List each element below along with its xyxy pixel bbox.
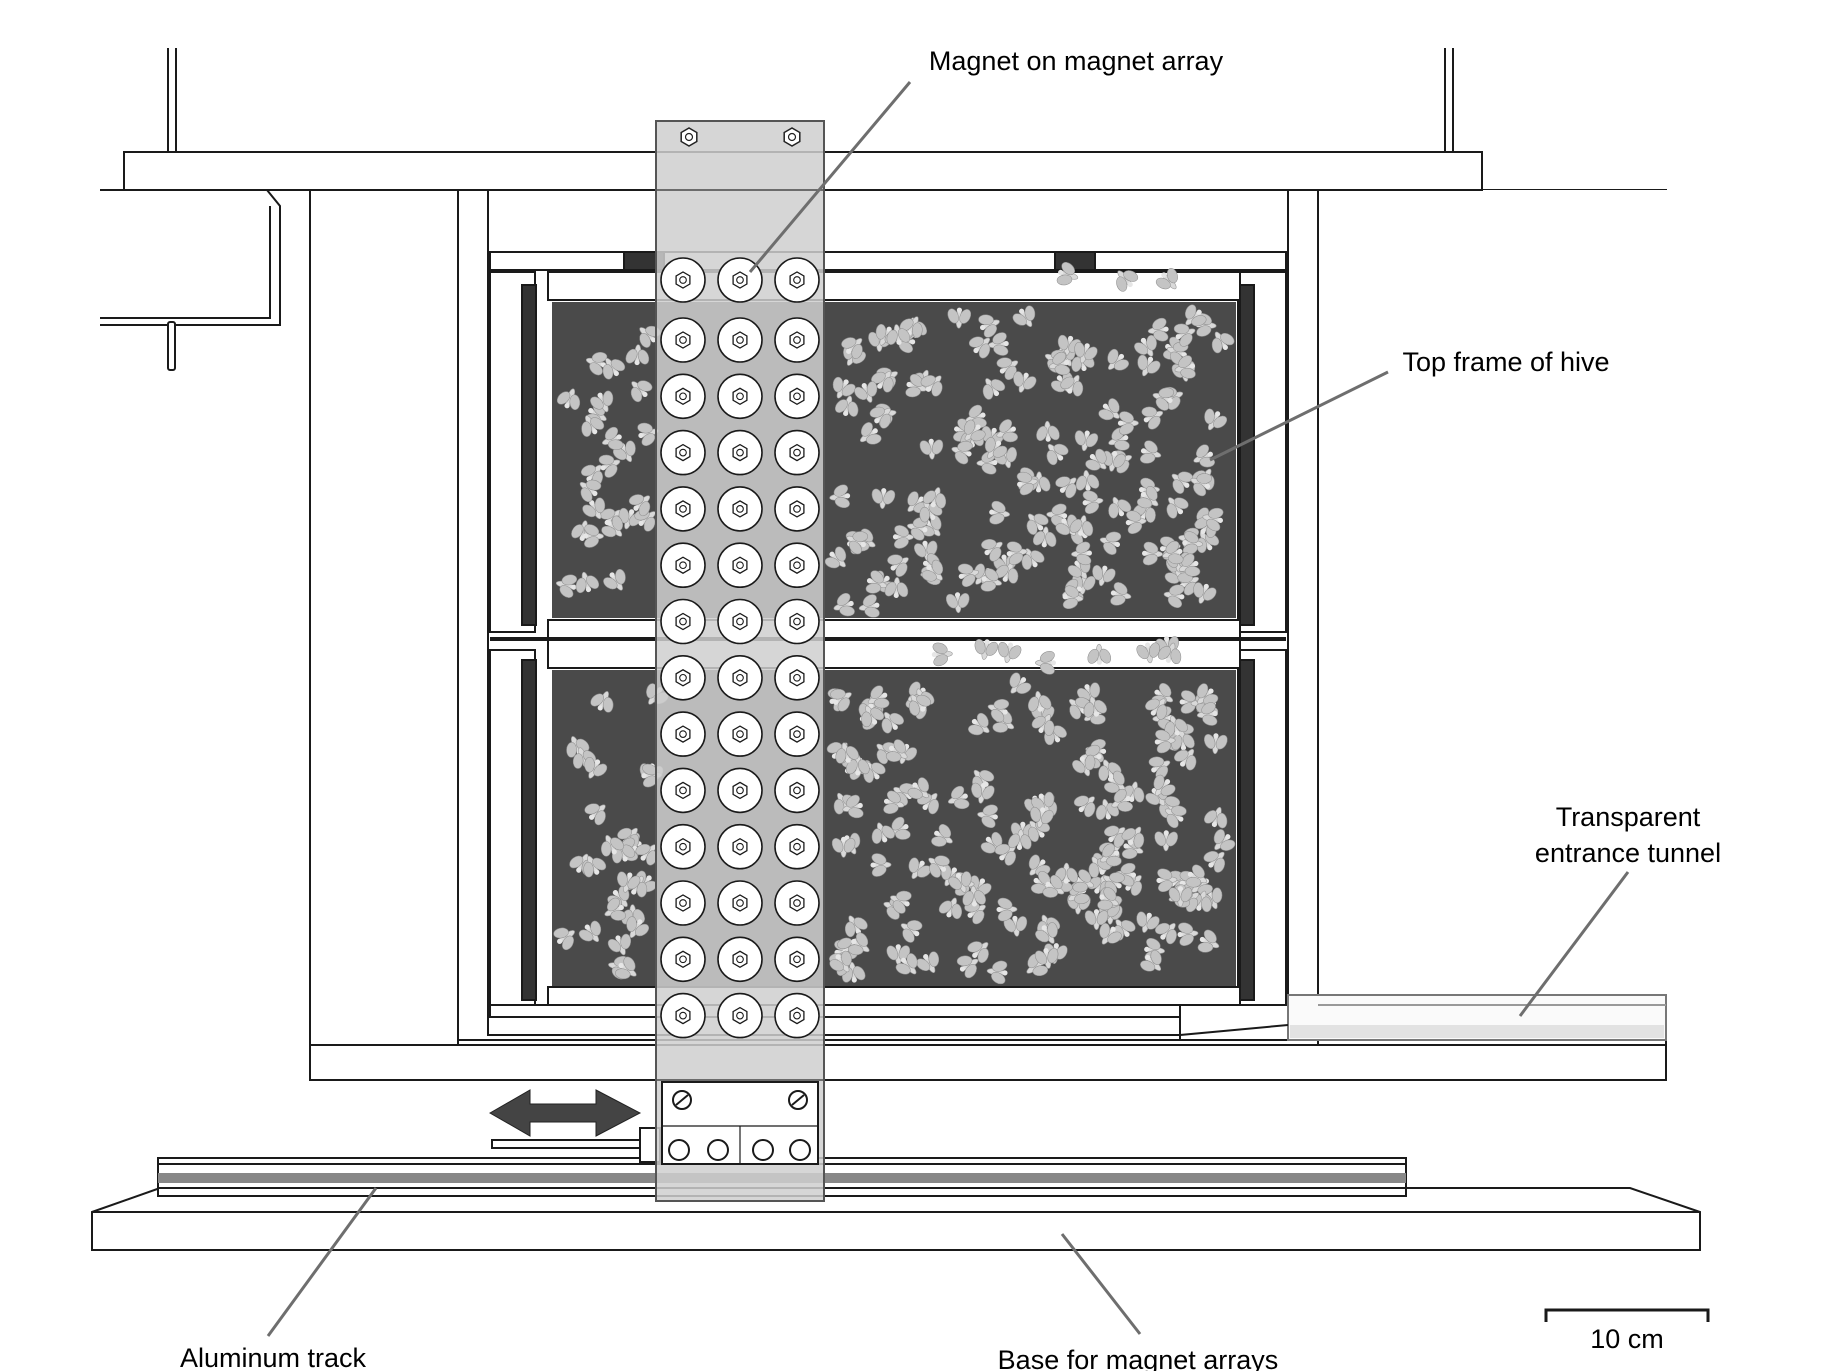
magnet-disc-icon: [717, 823, 763, 870]
magnet-disc-icon: [774, 711, 820, 757]
magnet-disc-icon: [774, 654, 820, 701]
scale-bar: [1544, 1308, 1710, 1322]
hex-bolt-icon: [680, 127, 698, 147]
magnet-disc-icon: [717, 711, 763, 757]
label-tunnel-line1: Transparent: [1556, 802, 1701, 832]
magnet-array: [655, 120, 825, 1202]
entrance-tunnel: [1287, 994, 1667, 1041]
hex-bolt-icon: [783, 127, 801, 147]
magnet-disc-icon: [774, 429, 820, 476]
label-tunnel-line2: entrance tunnel: [1535, 838, 1721, 868]
label-scale: 10 cm: [1590, 1324, 1664, 1354]
carriage: [661, 1081, 819, 1165]
magnet-disc-icon: [774, 257, 820, 303]
magnet-disc-icon: [774, 880, 820, 926]
magnet-disc-icon: [774, 598, 820, 645]
magnet-disc-icon: [717, 373, 763, 420]
magnet-disc-icon: [660, 373, 706, 420]
magnet-disc-icon: [774, 823, 820, 870]
magnet-disc-icon: [774, 992, 820, 1039]
magnet-disc-icon: [717, 598, 763, 645]
magnet-disc-icon: [660, 880, 706, 926]
magnet-disc-icon: [774, 486, 820, 532]
leader-top-frame: [1209, 370, 1389, 462]
magnet-disc-icon: [660, 767, 706, 814]
label-track: Aluminum track: [180, 1343, 367, 1371]
magnet-disc-icon: [717, 542, 763, 589]
magnet-disc-icon: [660, 598, 706, 645]
label-base: Base for magnet arrays: [998, 1345, 1279, 1371]
magnet-disc-icon: [774, 542, 820, 589]
base-assembly: [91, 1127, 1701, 1251]
magnet-disc-icon: [717, 654, 763, 701]
magnets: [660, 257, 820, 1039]
base-for-magnet-arrays: [91, 1187, 1701, 1251]
magnet-disc-icon: [774, 317, 820, 363]
magnet-disc-icon: [660, 823, 706, 870]
magnet-disc-icon: [717, 992, 763, 1039]
leader-track: [266, 1187, 378, 1337]
magnet-disc-icon: [660, 429, 706, 476]
comb-upper: [552, 302, 1236, 618]
magnet-disc-icon: [774, 936, 820, 983]
magnet-disc-icon: [660, 257, 706, 303]
left-bracket: [100, 189, 281, 326]
leader-base: [1060, 1233, 1142, 1335]
magnet-disc-icon: [774, 767, 820, 814]
magnet-disc-icon: [660, 992, 706, 1039]
magnet-disc-icon: [717, 317, 763, 363]
magnet-disc-icon: [717, 486, 763, 532]
magnet-disc-icon: [660, 936, 706, 983]
magnet-disc-icon: [660, 486, 706, 532]
magnet-disc-icon: [660, 711, 706, 757]
magnet-disc-icon: [774, 373, 820, 420]
label-magnet: Magnet on magnet array: [929, 46, 1224, 76]
magnet-disc-icon: [660, 654, 706, 701]
leader-tunnel: [1518, 871, 1630, 1017]
strip-top-bolts: [680, 127, 801, 147]
label-top-frame: Top frame of hive: [1402, 347, 1609, 377]
magnet-disc-icon: [660, 317, 706, 363]
magnet-disc-icon: [717, 936, 763, 983]
leader-magnet: [748, 81, 912, 273]
magnet-disc-icon: [717, 767, 763, 814]
magnet-disc-icon: [660, 542, 706, 589]
magnet-disc-icon: [717, 880, 763, 926]
magnet-disc-icon: [717, 429, 763, 476]
double-arrow-icon: [488, 1089, 642, 1137]
